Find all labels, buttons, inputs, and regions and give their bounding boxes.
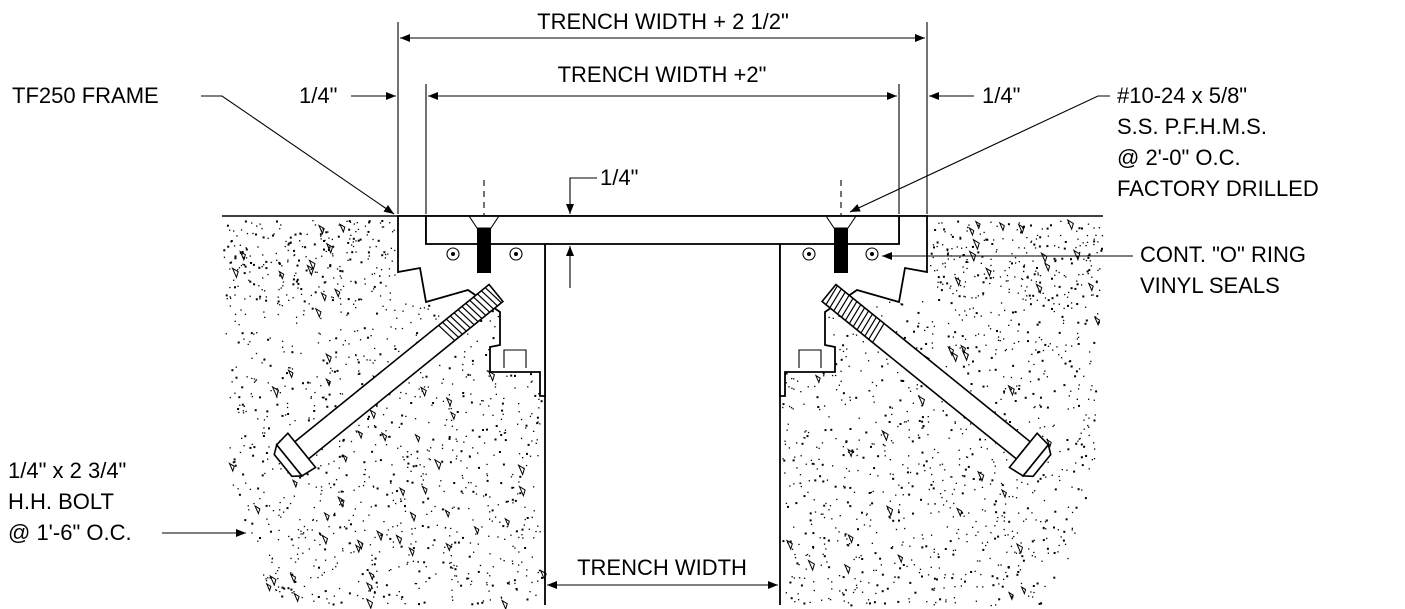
trench-width-label: TRENCH WIDTH — [577, 555, 747, 580]
dimension-cover-thickness: 1/4" — [566, 165, 638, 288]
cover-plate — [425, 215, 900, 245]
callout-bolt: 1/4" x 2 3/4" H.H. BOLT @ 1'-6" O.C. — [8, 458, 246, 545]
concrete-fill-right — [782, 218, 1104, 607]
seals-callout-line-2: VINYL SEALS — [1140, 273, 1280, 298]
callout-frame: TF250 FRAME — [12, 83, 395, 215]
bolt-callout-line-2: H.H. BOLT — [8, 489, 114, 514]
gap-left-label: 1/4" — [299, 83, 337, 108]
overall-width-label: TRENCH WIDTH + 2 1/2" — [537, 9, 789, 34]
dimension-cover-width: TRENCH WIDTH +2" — [425, 62, 900, 214]
seals-callout-line-1: CONT. "O" RING — [1140, 242, 1306, 267]
screw-left — [468, 180, 500, 273]
dimension-gap-left: 1/4" — [299, 83, 396, 108]
trench-walls — [544, 243, 781, 605]
dimension-gap-right: 1/4" — [929, 83, 1020, 108]
gap-right-label: 1/4" — [982, 83, 1020, 108]
callout-seals: CONT. "O" RING VINYL SEALS — [882, 242, 1306, 298]
frame-callout-label: TF250 FRAME — [12, 83, 159, 108]
o-ring-seals — [446, 247, 879, 261]
screw-right — [825, 180, 857, 273]
screw-callout-line-1: #10-24 x 5/8" — [1117, 83, 1247, 108]
screw-callout-line-2: S.S. P.F.H.M.S. — [1117, 114, 1267, 139]
callout-screw: #10-24 x 5/8" S.S. P.F.H.M.S. @ 2'-0" O.… — [849, 83, 1319, 213]
screw-callout-line-3: @ 2'-0" O.C. — [1117, 145, 1241, 170]
bolt-right — [820, 283, 1052, 478]
dimension-trench-width: TRENCH WIDTH — [547, 555, 778, 589]
frame-left-lug — [503, 349, 527, 368]
cover-width-label: TRENCH WIDTH +2" — [558, 62, 767, 87]
dimension-overall-width: TRENCH WIDTH + 2 1/2" — [397, 9, 928, 214]
bolt-callout-line-1: 1/4" x 2 3/4" — [8, 458, 126, 483]
frame-right-lug — [798, 349, 822, 368]
cover-thickness-label: 1/4" — [600, 165, 638, 190]
screw-callout-line-4: FACTORY DRILLED — [1117, 176, 1319, 201]
bolt-left — [273, 283, 505, 478]
bolt-callout-line-3: @ 1'-6" O.C. — [8, 520, 132, 545]
